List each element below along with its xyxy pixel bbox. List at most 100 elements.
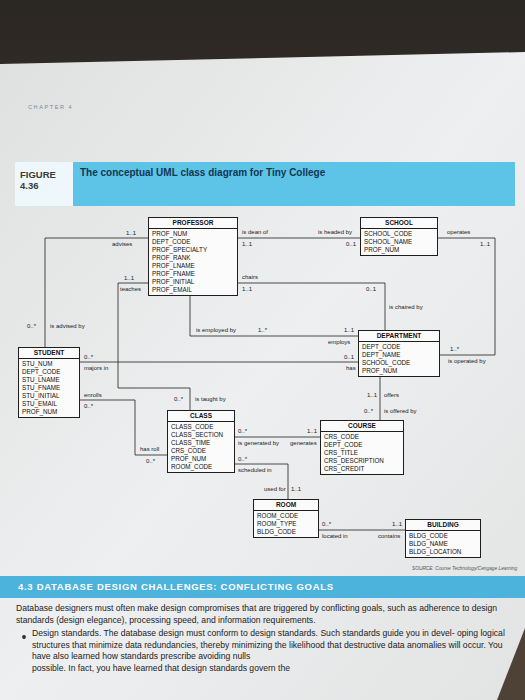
multiplicity: 1..1 xyxy=(367,392,377,399)
role-label: is offered by xyxy=(384,408,417,415)
attribute-list: CLASS_CODE CLASS_SECTION CLASS_TIME CRS_… xyxy=(168,422,234,472)
relationship-label: is dean of xyxy=(242,229,268,236)
relationship-label: advises xyxy=(112,241,132,248)
chapter-header: CHAPTER 4 xyxy=(28,104,73,111)
body-paragraph: Database designers must often make desig… xyxy=(16,603,522,626)
uml-class-box: COURSECRS_CODE DEPT_CODE CRS_TITLE CRS_D… xyxy=(320,420,404,475)
relationship-label: offers xyxy=(384,392,399,399)
multiplicity: 0..* xyxy=(84,403,93,410)
association-line xyxy=(319,530,405,531)
multiplicity: 1..1 xyxy=(126,230,136,237)
multiplicity: 1..1 xyxy=(242,241,252,248)
association-line xyxy=(235,437,320,438)
association-line xyxy=(80,400,167,455)
relationship-label: is employed by xyxy=(196,327,236,334)
role-label: contains xyxy=(378,533,400,540)
multiplicity: 1..1 xyxy=(344,327,354,334)
attribute-list: SCHOOL_CODE SCHOOL_NAME PROF_NUM xyxy=(361,229,437,255)
association-line xyxy=(80,362,358,363)
body-line: possible. In fact, you have learned that… xyxy=(16,663,522,675)
association-line xyxy=(118,283,190,410)
section-band xyxy=(0,576,525,598)
table-corner xyxy=(497,628,525,700)
role-label: is chaired by xyxy=(389,304,423,311)
figure-number: FIGURE 4.36 xyxy=(20,169,68,191)
section-heading: 4.3 DATABASE DESIGN CHALLENGES: CONFLICT… xyxy=(18,581,334,592)
figure-band xyxy=(15,162,515,206)
attribute-list: DEPT_CODE DEPT_NAME SCHOOL_CODE PROF_NUM xyxy=(359,342,439,376)
multiplicity: 0..* xyxy=(174,396,183,403)
multiplicity: 0..* xyxy=(322,521,331,528)
association-line xyxy=(438,238,495,355)
role-label: is advised by xyxy=(50,323,85,330)
multiplicity: 1..1 xyxy=(480,241,490,248)
multiplicity: 1..1 xyxy=(242,286,252,293)
figure-title: The conceptual UML class diagram for Tin… xyxy=(80,167,505,179)
class-name: COURSE xyxy=(321,421,403,432)
attribute-list: ROOM_CODE ROOM_TYPE BLDG_CODE xyxy=(254,511,318,537)
relationship-label: enrolls xyxy=(84,392,102,399)
relationship-label: teaches xyxy=(120,286,141,293)
attribute-list: BLDG_CODE BLDG_NAME BLDG_LOCATION xyxy=(406,531,480,557)
multiplicity: 0..* xyxy=(146,458,155,465)
uml-class-box: STUDENTSTU_NUM DEPT_CODE STU_LNAME STU_F… xyxy=(18,347,80,418)
association-line xyxy=(190,296,358,336)
relationship-label: scheduled in xyxy=(238,467,272,474)
role-label: is taught by xyxy=(195,396,226,403)
class-name: SCHOOL xyxy=(361,218,437,229)
relationship-label: chairs xyxy=(242,274,258,281)
multiplicity: 1..1 xyxy=(392,521,402,528)
bullet xyxy=(22,635,26,639)
multiplicity: 1..1 xyxy=(124,275,134,282)
association-line xyxy=(238,283,385,330)
attribute-list: CRS_CODE DEPT_CODE CRS_TITLE CRS_DESCRIP… xyxy=(321,432,403,474)
uml-class-box: DEPARTMENTDEPT_CODE DEPT_NAME SCHOOL_COD… xyxy=(358,330,440,377)
multiplicity: 1..1 xyxy=(307,428,317,435)
role-label: is operated by xyxy=(448,358,486,365)
class-name: DEPARTMENT xyxy=(359,331,439,342)
role-label: employs xyxy=(328,339,350,346)
multiplicity: 0..1 xyxy=(366,286,376,293)
uml-class-box: PROFESSORPROF_NUM DEPT_CODE PROF_SPECIAL… xyxy=(148,217,238,296)
uml-class-box: SCHOOLSCHOOL_CODE SCHOOL_NAME PROF_NUM xyxy=(360,217,438,256)
uml-class-box: CLASSCLASS_CODE CLASS_SECTION CLASS_TIME… xyxy=(167,410,235,473)
multiplicity: 0..* xyxy=(238,456,247,463)
association-line xyxy=(45,238,148,347)
book-page xyxy=(0,52,525,700)
class-name: CLASS xyxy=(168,411,234,422)
role-label: has roll xyxy=(140,446,159,453)
multiplicity: 0..* xyxy=(238,428,247,435)
class-name: BUILDING xyxy=(406,520,480,531)
multiplicity: 0..* xyxy=(84,354,93,361)
multiplicity: 0..* xyxy=(364,408,373,415)
relationship-label: located in xyxy=(322,533,348,540)
class-name: PROFESSOR xyxy=(149,218,237,229)
association-line xyxy=(238,238,360,239)
relationship-label: majors in xyxy=(84,365,108,372)
role-label: is generated by xyxy=(238,440,279,447)
multiplicity: 1..1 xyxy=(291,486,301,493)
association-line xyxy=(380,377,381,420)
multiplicity: 1..* xyxy=(450,346,459,353)
multiplicity: 0..1 xyxy=(344,354,354,361)
uml-class-box: ROOMROOM_CODE ROOM_TYPE BLDG_CODE xyxy=(253,499,319,538)
multiplicity: 1..* xyxy=(258,327,267,334)
figure-number-panel xyxy=(15,162,73,206)
source-credit: SOURCE: Course Technology/Cengage Learni… xyxy=(412,565,517,572)
multiplicity: 0..1 xyxy=(346,241,356,248)
class-name: STUDENT xyxy=(19,348,79,359)
attribute-list: PROF_NUM DEPT_CODE PROF_SPECIALTY PROF_R… xyxy=(149,229,237,295)
relationship-label: generates xyxy=(290,440,317,447)
role-label: is headed by xyxy=(318,229,352,236)
role-label: has xyxy=(346,365,356,372)
attribute-list: STU_NUM DEPT_CODE STU_LNAME STU_FNAME ST… xyxy=(19,359,79,417)
body-text-column: Database designers must often make desig… xyxy=(16,603,522,674)
role-label: used for xyxy=(264,486,286,493)
relationship-label: operates xyxy=(447,229,470,236)
bullet-paragraph: Design standards. The database design mu… xyxy=(16,628,522,663)
multiplicity: 0..* xyxy=(27,323,36,330)
association-line xyxy=(235,464,288,499)
uml-class-box: BUILDINGBLDG_CODE BLDG_NAME BLDG_LOCATIO… xyxy=(405,519,481,558)
